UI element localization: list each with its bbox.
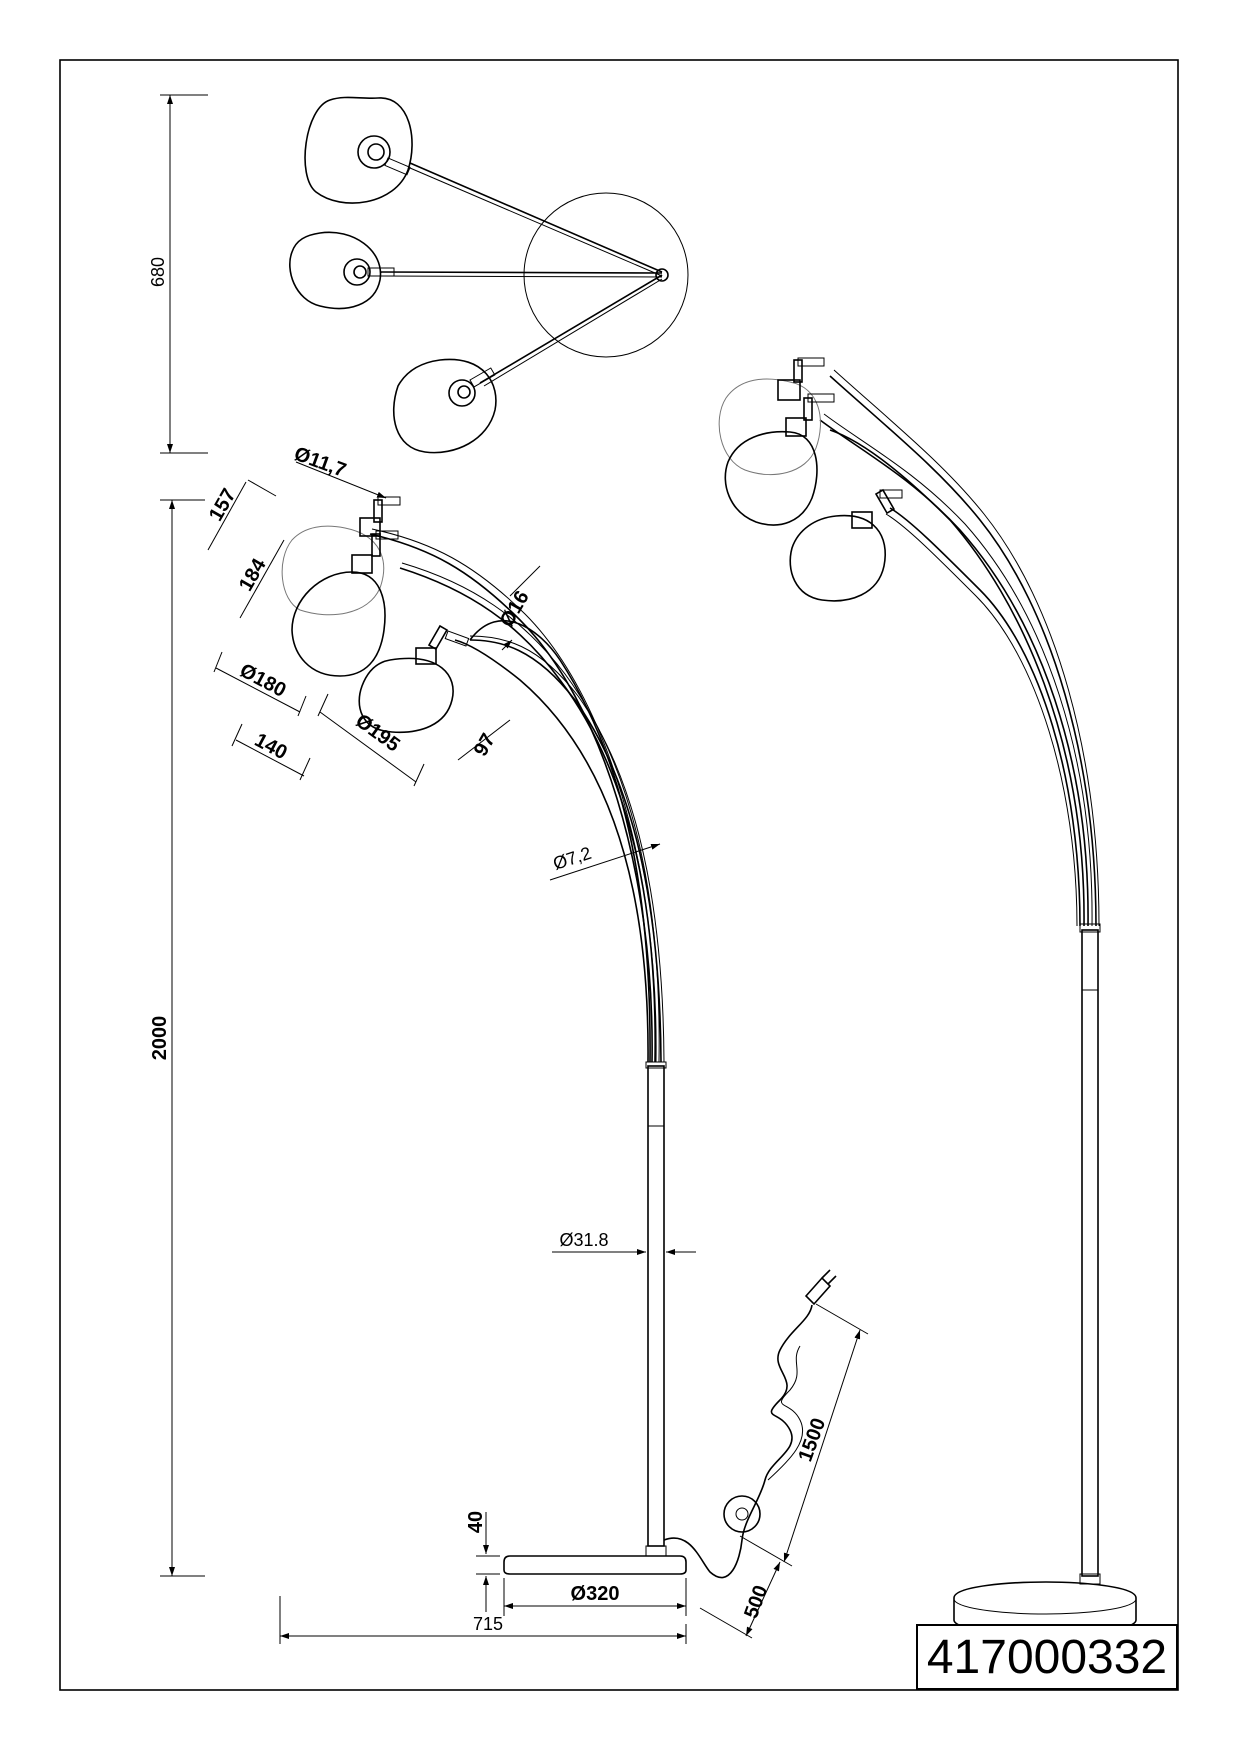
right-pole bbox=[1081, 929, 1099, 1577]
dim-180: Ø180 bbox=[213, 651, 307, 717]
dim-680: 680 bbox=[148, 94, 208, 454]
right-shade-1 bbox=[718, 378, 821, 476]
dim-140: 140 bbox=[231, 723, 311, 781]
dim-1500-label: 1500 bbox=[794, 1415, 830, 1464]
top-view-shade-1 bbox=[304, 96, 413, 204]
dim-320: Ø320 bbox=[503, 1578, 687, 1616]
dim-11-7-label: Ø11,7 bbox=[291, 443, 349, 482]
dim-31-8: Ø31.8 bbox=[552, 1230, 696, 1255]
top-view-base-circle bbox=[523, 192, 689, 358]
dim-31-8-label: Ø31.8 bbox=[559, 1230, 608, 1250]
part-number: 417000332 bbox=[926, 1630, 1168, 1684]
dim-180-label: Ø180 bbox=[236, 660, 290, 702]
drawing-frame bbox=[59, 59, 1179, 1691]
top-view-shade-3 bbox=[392, 358, 497, 454]
top-view-shade-2 bbox=[289, 231, 382, 310]
dim-157: 157 bbox=[205, 479, 277, 551]
dim-184: 184 bbox=[235, 539, 285, 619]
dim-7-2-label: Ø7,2 bbox=[550, 843, 593, 874]
plug-icon bbox=[804, 1276, 832, 1306]
dim-1500: 1500 bbox=[739, 1303, 869, 1567]
left-shade-1 bbox=[281, 525, 385, 616]
dim-157-label: 157 bbox=[205, 485, 241, 525]
left-base bbox=[503, 1555, 687, 1575]
perspective-view-right bbox=[718, 357, 1137, 1637]
left-shade-2 bbox=[291, 571, 386, 677]
dim-140-label: 140 bbox=[251, 729, 291, 764]
dim-320-label: Ø320 bbox=[571, 1583, 620, 1605]
left-shade-3 bbox=[358, 657, 454, 734]
right-shade-2 bbox=[724, 430, 818, 526]
dim-16-label: Ø16 bbox=[496, 587, 534, 631]
dim-2000-label: 2000 bbox=[149, 1016, 171, 1061]
dim-184-label: 184 bbox=[235, 554, 271, 595]
dim-97: 97 bbox=[457, 719, 511, 761]
part-number-box: 417000332 bbox=[916, 1624, 1178, 1690]
dim-680-label: 680 bbox=[148, 257, 168, 287]
top-view bbox=[289, 96, 689, 454]
dim-11-7: Ø11,7 bbox=[291, 443, 387, 499]
dim-40: 40 bbox=[465, 1511, 500, 1612]
left-pole bbox=[647, 1065, 665, 1547]
dim-40-label: 40 bbox=[465, 1511, 487, 1533]
dim-715-label: 715 bbox=[473, 1614, 503, 1634]
dim-195: Ø195 bbox=[317, 693, 425, 787]
front-view-left bbox=[281, 496, 837, 1579]
power-cable bbox=[663, 1304, 813, 1579]
dim-2000: 2000 bbox=[149, 499, 205, 1577]
right-shade-3 bbox=[789, 514, 886, 602]
foot-switch bbox=[723, 1495, 761, 1533]
dim-500-label: 500 bbox=[740, 1583, 772, 1622]
dim-97-label: 97 bbox=[470, 730, 500, 760]
dim-195-label: Ø195 bbox=[351, 710, 404, 757]
dim-715: 715 bbox=[279, 1596, 687, 1644]
